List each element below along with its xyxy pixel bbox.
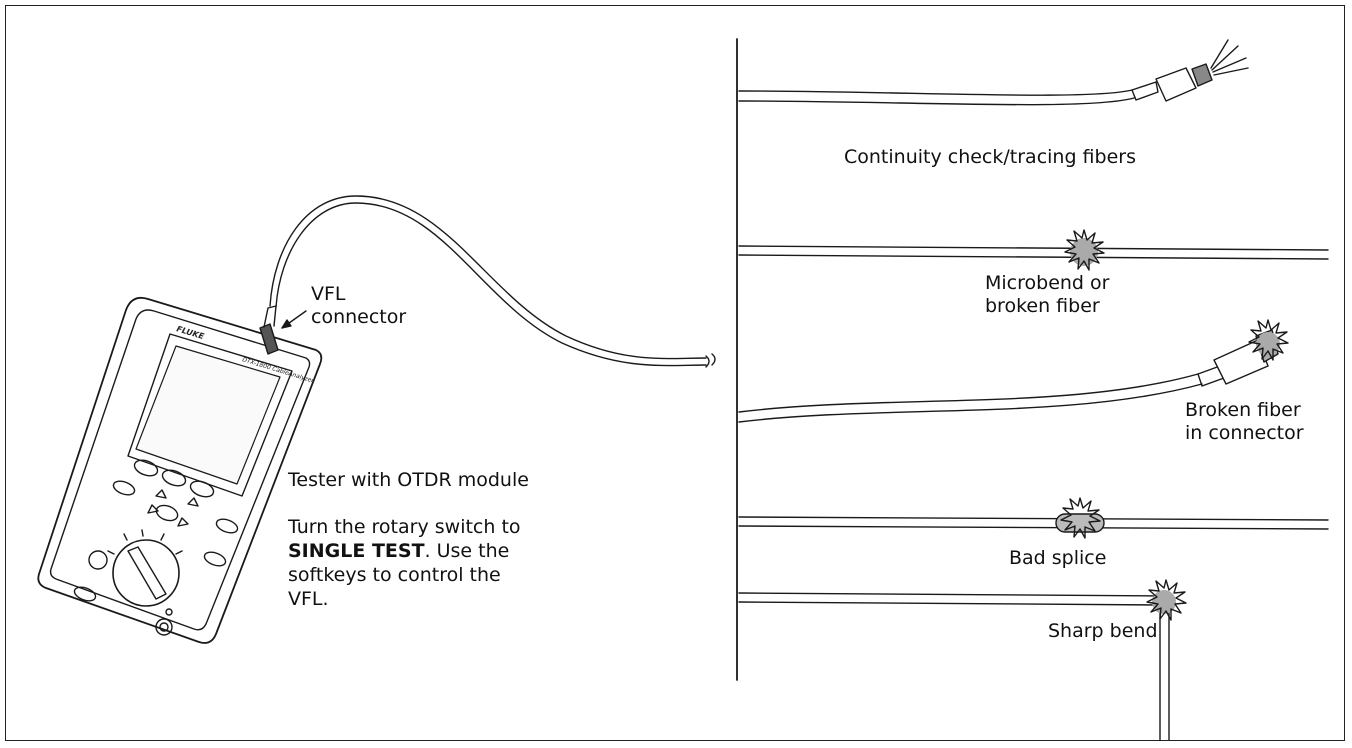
power-button bbox=[155, 618, 173, 636]
broken-connector-label: Broken fiber in connector bbox=[1185, 399, 1304, 444]
vfl-connector-label: VFL connector bbox=[311, 283, 407, 328]
talk-key bbox=[73, 586, 97, 602]
rotary-switch bbox=[112, 539, 180, 607]
test-key bbox=[215, 518, 239, 534]
f2-key bbox=[161, 469, 187, 487]
vfl-connector-plug bbox=[259, 323, 279, 355]
instructions-pre: Turn the rotary switch to bbox=[288, 516, 521, 538]
f3-key bbox=[189, 480, 215, 498]
instructions-post: . Use the softkeys to control the VFL. bbox=[288, 540, 510, 610]
bad-splice-label: Bad splice bbox=[1009, 547, 1107, 569]
light-key bbox=[88, 550, 108, 570]
device-brand: FLUKE bbox=[175, 324, 205, 341]
fiber-bad-splice bbox=[738, 497, 1329, 539]
fiber-broken-connector bbox=[738, 319, 1289, 423]
diagram-art: FLUKE DTX-1800 CableAnalyzer bbox=[37, 38, 1329, 740]
fiber-continuity bbox=[738, 39, 1249, 106]
f1-key bbox=[133, 459, 159, 477]
tester-device: FLUKE DTX-1800 CableAnalyzer bbox=[37, 296, 323, 644]
continuity-label: Continuity check/tracing fibers bbox=[844, 146, 1136, 168]
enter-key bbox=[155, 504, 179, 522]
sharp-bend-label: Sharp bend bbox=[1048, 620, 1158, 642]
instructions-text: Turn the rotary switch to SINGLE TEST. U… bbox=[288, 515, 526, 611]
exit-key bbox=[112, 480, 136, 496]
fiber-microbend bbox=[738, 229, 1329, 271]
save-key bbox=[203, 551, 227, 567]
tester-label: Tester with OTDR module bbox=[288, 469, 529, 491]
patch-cord bbox=[269, 195, 716, 368]
fiber-sharp-bend bbox=[738, 579, 1187, 740]
figure-frame: FLUKE DTX-1800 CableAnalyzer bbox=[5, 5, 1345, 741]
instructions-bold: SINGLE TEST bbox=[288, 540, 425, 562]
microbend-label: Microbend or broken fiber bbox=[985, 272, 1110, 317]
